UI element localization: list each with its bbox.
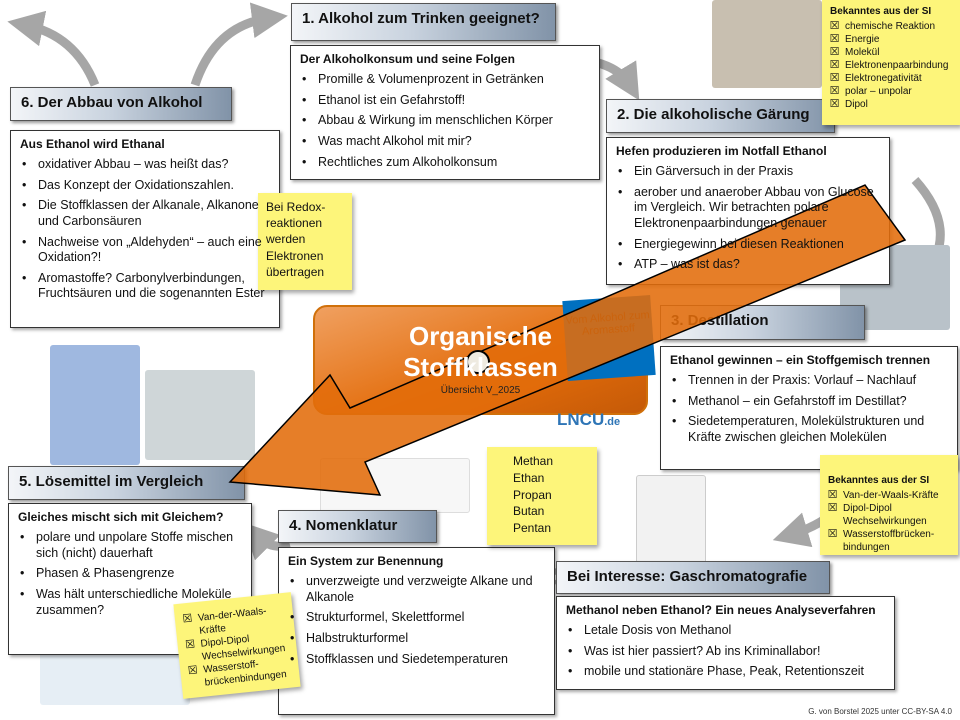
list-item: Siedetemperaturen, Molekülstrukturen und… [670, 414, 948, 445]
center-subtitle: Übersicht V_2025 [440, 385, 521, 396]
list-item: Halbstrukturformel [288, 631, 545, 647]
lncu-logo: LNCU.de [557, 410, 620, 430]
list-item: Rechtliches zum Alkoholkonsum [300, 155, 590, 171]
list-item: Energiegewinn bei diesen Reaktionen [616, 237, 880, 253]
list-item: aerober und anaerober Abbau von Glucose … [616, 185, 880, 232]
alkane-item: Propan [513, 487, 552, 502]
sticky-item: Dipol-Dipol Wechselwirkungen [843, 503, 927, 527]
list-item: Was macht Alkohol mit mir? [300, 134, 590, 150]
list-item: oxidativer Abbau – was heißt das? [20, 157, 270, 173]
sticky-item: Energie [845, 34, 880, 45]
list-item: Aromastoffe? Carbonylverbindungen, Fruch… [20, 271, 270, 302]
list-item: polare und unpolare Stoffe mischen sich … [18, 530, 242, 561]
alkane-item: Ethan [513, 470, 545, 485]
sticky-title: Bekanntes aus der SI [830, 6, 932, 17]
list-item: Phasen & Phasengrenze [18, 566, 242, 582]
sticky-item: Dipol [845, 99, 868, 110]
checkbox-icon: ☒ [829, 85, 840, 98]
section-5-heading: Gleiches mischt sich mit Gleichem? [18, 510, 224, 524]
chromatogram-image [636, 475, 706, 565]
gc-header: Bei Interesse: Gaschromatografie [556, 561, 830, 594]
sticky-item: Elektronenpaarbindung [845, 60, 949, 71]
section-2-header: 2. Die alkoholische Gärung [606, 99, 835, 133]
sticky-item: chemische Reaktion [845, 21, 936, 32]
logo-suffix: .de [604, 416, 621, 428]
center-title-2: Stoffklassen [403, 352, 558, 382]
list-item: Trennen in der Praxis: Vorlauf – Nachlau… [670, 373, 948, 389]
sticky-item: Van-der-Waals-Kräfte [843, 490, 939, 501]
list-item: Promille & Volumenprozent in Getränken [300, 72, 590, 88]
boiling-point-chart [320, 458, 470, 513]
list-item: mobile und stationäre Phase, Peak, Reten… [566, 664, 885, 680]
list-item: Ethanol ist ein Gefahrstoff! [300, 93, 590, 109]
section-6-box: Aus Ethanol wird Ethanal oxidativer Abba… [10, 130, 280, 328]
checkbox-icon: ☒ [829, 20, 840, 33]
section-5-box: Gleiches mischt sich mit Gleichem? polar… [8, 503, 252, 655]
sticky-alkanes: Methan Ethan Propan Butan Pentan [487, 447, 597, 545]
section-3-heading: Ethanol gewinnen – ein Stoffgemisch tren… [670, 353, 931, 367]
list-item: Strukturformel, Skelettformel [288, 610, 545, 626]
checkbox-icon: ☒ [827, 528, 838, 541]
list-item: ATP – was ist das? [616, 257, 880, 273]
list-item: Ein Gärversuch in der Praxis [616, 164, 880, 180]
arrow-4-to-5 [242, 522, 292, 561]
checkbox-icon: ☒ [187, 664, 199, 678]
sticky-prior-knowledge-top: Bekanntes aus der SI ☒ chemische Reaktion… [822, 0, 960, 125]
checkbox-icon: ☒ [829, 59, 840, 72]
checkbox-icon: ☒ [829, 72, 840, 85]
section-4-box: Ein System zur Benennung unverzweigte un… [278, 547, 555, 715]
logo-text: LNCU [557, 410, 605, 429]
list-item: unverzweigte und verzweigte Alkane und A… [288, 574, 545, 605]
list-item: Was ist hier passiert? Ab ins Kriminalla… [566, 644, 885, 660]
sticky-prior-knowledge-bottom: Bekanntes aus der SI ☒ Van-der-Waals-Kräf… [820, 455, 958, 555]
checkbox-icon: ☒ [827, 502, 838, 515]
sticky-item: Wasserstoffbrücken-bindungen [843, 529, 935, 553]
sticky-item: Molekül [845, 47, 880, 58]
section-2-heading: Hefen produzieren im Notfall Ethanol [616, 144, 827, 158]
alkane-item: Pentan [513, 521, 552, 536]
list-item: Die Stoffklassen der Alkanale, Alkanone … [20, 198, 270, 229]
list-item: Stoffklassen und Siedetemperaturen [288, 652, 545, 668]
solvent-photos [50, 345, 140, 465]
section-2-box: Hefen produzieren im Notfall Ethanol Ein… [606, 137, 890, 285]
molecule-cards [145, 370, 255, 460]
checkbox-icon: ☒ [829, 46, 840, 59]
lab-photo-fermentation [712, 0, 822, 88]
arrow-6-loop [7, 10, 100, 87]
footer-credit: G. von Borstel 2025 unter CC-BY-SA 4.0 [808, 707, 952, 716]
sticky-item: polar – unpolar [845, 86, 912, 97]
alkane-item: Methan [513, 454, 554, 468]
list-item: Letale Dosis von Methanol [566, 623, 885, 639]
gc-heading: Methanol neben Ethanol? Ein neues Analys… [566, 603, 876, 617]
sticky-redox: Bei Redox-reaktionen werden Elektronen ü… [258, 193, 352, 290]
list-item: Das Konzept der Oxidationszahlen. [20, 178, 270, 194]
arrow-6-to-1 [190, 2, 288, 87]
alkane-item: Butan [513, 504, 545, 519]
checkbox-icon: ☒ [829, 33, 840, 46]
list-item: Abbau & Wirkung im menschlichen Körper [300, 113, 590, 129]
sticky-title: Bekanntes aus der SI [828, 475, 930, 486]
section-3-box: Ethanol gewinnen – ein Stoffgemisch tren… [660, 346, 958, 470]
gc-box: Methanol neben Ethanol? Ein neues Analys… [556, 596, 895, 690]
checkbox-icon: ☒ [829, 98, 840, 111]
list-item: Methanol – ein Gefahrstoff im Destillat? [670, 394, 948, 410]
section-6-heading: Aus Ethanol wird Ethanal [20, 137, 165, 151]
list-item: Was hält unterschiedliche Moleküle zusam… [18, 587, 242, 618]
checkbox-icon: ☒ [827, 489, 838, 502]
sticky-item: Elektronegativität [845, 73, 922, 84]
section-1-heading: Der Alkoholkonsum und seine Folgen [300, 52, 515, 66]
section-3-header: 3. Destillation [660, 305, 865, 340]
section-5-header: 5. Lösemittel im Vergleich [8, 466, 245, 500]
section-4-header: 4. Nomenklatur [278, 510, 437, 543]
center-title-panel: Organische Stoffklassen Übersicht V_2025 [313, 305, 648, 415]
section-4-heading: Ein System zur Benennung [288, 554, 444, 568]
section-1-box: Der Alkoholkonsum und seine Folgen Promi… [290, 45, 600, 180]
section-6-header: 6. Der Abbau von Alkohol [10, 87, 232, 121]
checkbox-icon: ☒ [184, 638, 196, 652]
section-1-header: 1. Alkohol zum Trinken geeignet? [291, 3, 556, 41]
center-title-1: Organische [408, 321, 553, 351]
list-item: Nachweise von „Aldehyden“ – auch eine Ox… [20, 235, 270, 266]
